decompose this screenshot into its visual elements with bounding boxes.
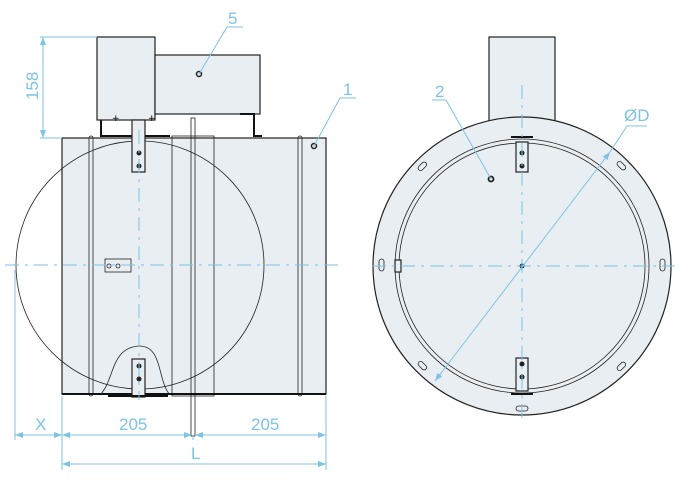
callout-2-label: 2 bbox=[435, 82, 444, 101]
l-label: L bbox=[191, 444, 200, 463]
diameter-leader bbox=[609, 125, 647, 153]
front-view: ØD 2 bbox=[372, 36, 675, 418]
height-158-label: 158 bbox=[23, 72, 42, 100]
callout-5-leader bbox=[198, 26, 243, 75]
dim-205-left-label: 205 bbox=[119, 415, 147, 434]
bead-left bbox=[88, 135, 94, 397]
actuator-motor-box bbox=[96, 36, 156, 121]
callout-1-label: 1 bbox=[343, 80, 352, 99]
actuator-bracket bbox=[100, 113, 262, 137]
callout-1-leader bbox=[313, 97, 356, 147]
slot bbox=[616, 361, 627, 372]
rivet bbox=[136, 376, 142, 382]
diameter-label: ØD bbox=[624, 106, 650, 125]
screw-icon: + bbox=[112, 114, 120, 124]
slot bbox=[417, 360, 428, 371]
callout-5-marker bbox=[195, 70, 203, 78]
actuator-front bbox=[488, 36, 556, 122]
callout-2-leader bbox=[432, 99, 492, 180]
callout-1-marker bbox=[310, 142, 318, 150]
rivet bbox=[519, 361, 525, 367]
slot bbox=[616, 160, 627, 171]
side-dimensions: 158 X 205 205 L 5 1 bbox=[14, 9, 356, 470]
duct-body bbox=[61, 137, 327, 395]
callout-5-label: 5 bbox=[228, 9, 237, 28]
rivet bbox=[106, 263, 112, 269]
center-flange bbox=[171, 135, 215, 397]
slot bbox=[378, 258, 385, 272]
slot bbox=[417, 161, 428, 172]
flange-slots bbox=[378, 160, 666, 412]
slot bbox=[659, 258, 666, 272]
side-bearing-front bbox=[394, 259, 402, 273]
dim-205-right-label: 205 bbox=[251, 415, 279, 434]
diameter-dimension-line bbox=[434, 151, 611, 382]
bead-right bbox=[297, 135, 303, 397]
bottom-bracket-cover bbox=[99, 345, 171, 396]
x-label: X bbox=[35, 415, 46, 434]
screw-icon: + bbox=[148, 114, 156, 124]
side-view: + + bbox=[5, 36, 340, 437]
actuator-housing bbox=[154, 54, 261, 115]
rivet bbox=[115, 263, 121, 269]
